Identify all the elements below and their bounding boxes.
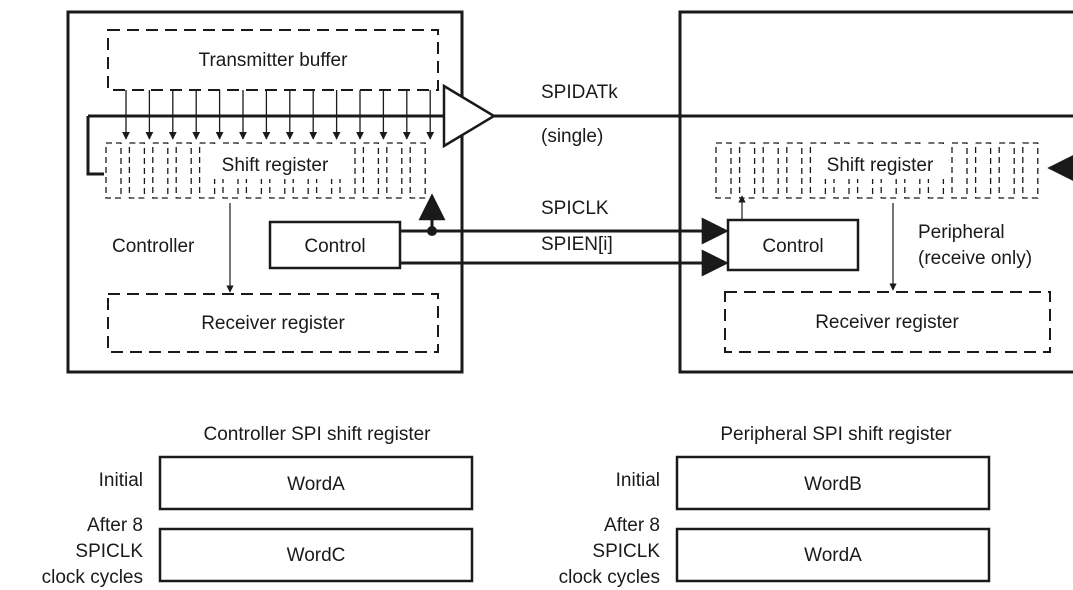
signal-lines: SPIDATk (single) SPICLK SPIEN[i] [400,82,1073,277]
spidat-mode-label: (single) [541,126,603,147]
peripheral-shift-cell [951,142,968,199]
peripheral-shift-cell [974,142,992,199]
controller-receiver-label: Receiver register [201,313,345,334]
transmitter-buffer-label: Transmitter buffer [199,50,349,71]
controller-shift-cell [362,142,380,199]
peripheral-control-label: Control [762,236,823,257]
peripheral-device: Shift register Control Peripheral (recei… [678,10,1073,374]
controller-shift-cell [128,142,146,199]
controller-table: Controller SPI shift register Initial Wo… [42,424,474,588]
peripheral-shift-cell [762,142,779,199]
controller-bit-arrows [122,90,435,140]
peripheral-receiver-box [724,291,1051,353]
spien-label: SPIEN[i] [541,234,613,255]
controller-device: Transmitter buffer Shift register Contro… [66,10,464,374]
peripheral-after-label-line2: SPICLK [592,541,660,562]
peripheral-after-label-line3: clock cycles [559,567,660,588]
controller-shift-cell [339,142,356,199]
peripheral-after-value: WordA [804,545,862,566]
controller-control-box [268,220,402,270]
peripheral-initial-label: Initial [616,470,660,491]
peripheral-table-title: Peripheral SPI shift register [720,424,952,445]
controller-shift-cell [152,142,169,199]
transmitter-buffer-box [107,29,439,91]
peripheral-initial-box [675,455,991,511]
spidat-label: SPIDATk [541,82,618,103]
peripheral-shift-cell [715,142,732,199]
controller-after-label-line1: After 8 [87,515,143,536]
controller-shift-cell [409,142,426,199]
peripheral-table: Peripheral SPI shift register Initial Wo… [559,424,991,588]
peripheral-after-box [675,527,991,583]
controller-after-box [158,527,474,583]
controller-shift-cell [105,142,122,199]
controller-shift-cell [386,142,403,199]
controller-shift-cell [175,142,192,199]
spiclk-label: SPICLK [541,198,609,219]
controller-after-value: WordC [287,545,346,566]
controller-after-label-line2: SPICLK [75,541,143,562]
peripheral-shift-register-label: Shift register [827,155,934,176]
controller-initial-box [158,455,474,511]
peripheral-receiver-label: Receiver register [815,312,959,333]
peripheral-initial-value: WordB [804,474,862,495]
peripheral-label-line1: Peripheral [918,222,1005,243]
controller-label: Controller [112,236,195,257]
peripheral-shift-cell [738,142,756,199]
controller-after-label-line3: clock cycles [42,567,143,588]
controller-shift-label-bg [208,147,342,179]
peripheral-shift-label-bg [812,147,948,179]
controller-shift-register-label: Shift register [222,155,329,176]
controller-initial-value: WordA [287,474,345,495]
controller-outline [66,10,464,374]
peripheral-label-line2: (receive only) [918,248,1032,269]
peripheral-control-box [726,218,860,272]
output-buffer-triangle [442,83,497,149]
controller-receiver-box [107,293,439,353]
peripheral-shift-cell [998,142,1015,199]
controller-control-label: Control [304,236,365,257]
peripheral-after-label-line1: After 8 [604,515,660,536]
controller-table-title: Controller SPI shift register [203,424,431,445]
peripheral-shift-cell [786,142,803,199]
controller-feedback-line [86,116,104,176]
controller-initial-label: Initial [99,470,143,491]
peripheral-shift-cell [1022,142,1039,199]
peripheral-outline [678,10,1073,374]
